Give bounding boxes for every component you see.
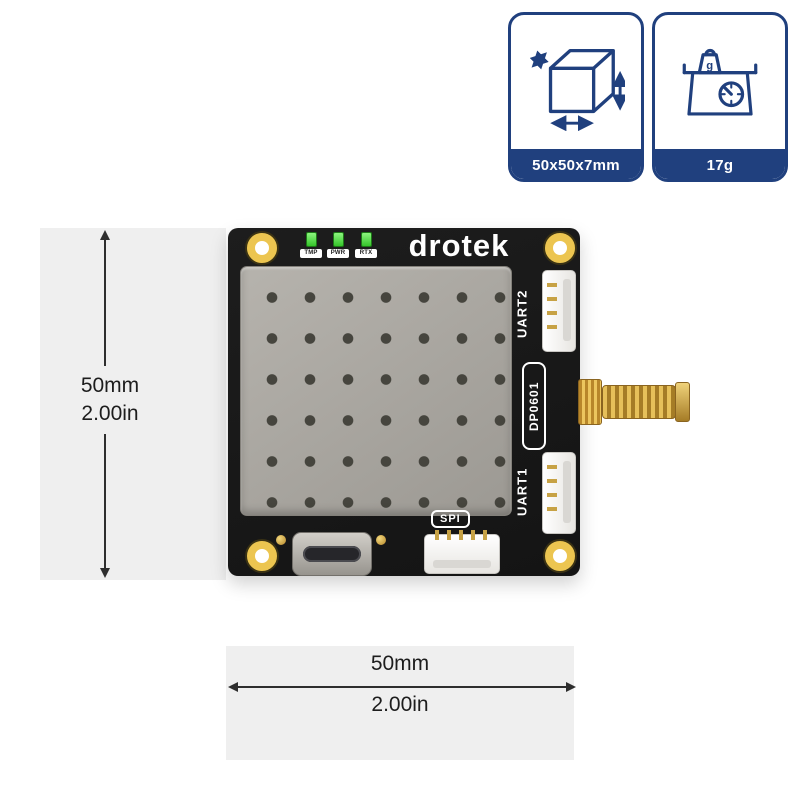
mounting-hole (247, 541, 277, 571)
vertical-dimension-label: 50mm 2.00in (45, 366, 175, 434)
vertical-dimension-in: 2.00in (81, 402, 139, 425)
weight-glyph: g (706, 60, 713, 72)
connector-pins (547, 283, 557, 329)
horizontal-dimension-arrow (228, 682, 576, 692)
rf-shield (240, 266, 512, 516)
connector-pins (435, 530, 487, 540)
connector-pins (547, 465, 557, 511)
uart1-label: UART1 (514, 467, 530, 517)
mounting-hole (247, 233, 277, 263)
scale-icon: g (655, 15, 785, 149)
uart1-connector (542, 452, 576, 534)
gold-pad (276, 535, 286, 545)
sma-tip (675, 382, 690, 422)
horizontal-dimension-in: 2.00in (371, 693, 429, 716)
led-label-pwr: PWR (327, 249, 349, 258)
arrow-up-head (100, 230, 110, 240)
vertical-dimension-mm: 50mm (80, 374, 140, 397)
mounting-hole (545, 541, 575, 571)
cube-dimensions-icon (511, 15, 641, 149)
sma-threaded-barrel (602, 385, 676, 419)
gold-pad (376, 535, 386, 545)
connector-slot (433, 560, 491, 568)
model-label: DP0601 (522, 362, 546, 450)
led-label-tmp: TMP (300, 249, 322, 258)
pcb-board: TMP PWR RTX drotek UART2 DP0601 UART1 SP… (228, 228, 580, 576)
arrow-left-head (228, 682, 238, 692)
led-indicator (333, 232, 344, 247)
weight-badge-label: 17g (655, 149, 785, 179)
arrow-right-head (566, 682, 576, 692)
dimensions-badge-label: 50x50x7mm (511, 149, 641, 179)
spi-label: SPI (431, 510, 470, 528)
led-indicator (306, 232, 317, 247)
usb-c-connector (292, 532, 372, 576)
brand-logo: drotek (408, 228, 510, 263)
horizontal-dimension-band (226, 646, 574, 760)
usb-c-slot (303, 546, 361, 562)
mounting-hole (545, 233, 575, 263)
led-label-rtx: RTX (355, 249, 377, 258)
connector-slot (563, 279, 571, 341)
dimensions-badge: 50x50x7mm (508, 12, 644, 182)
sma-hex-nut (578, 379, 602, 425)
uart2-connector (542, 270, 576, 352)
uart2-label: UART2 (514, 289, 530, 339)
horizontal-dimension-mm: 50mm (370, 652, 430, 675)
spi-connector (424, 530, 500, 574)
connector-slot (563, 461, 571, 523)
led-indicator (361, 232, 372, 247)
sma-antenna-connector (578, 379, 690, 425)
weight-badge: g 17g (652, 12, 788, 182)
arrow-down-head (100, 568, 110, 578)
